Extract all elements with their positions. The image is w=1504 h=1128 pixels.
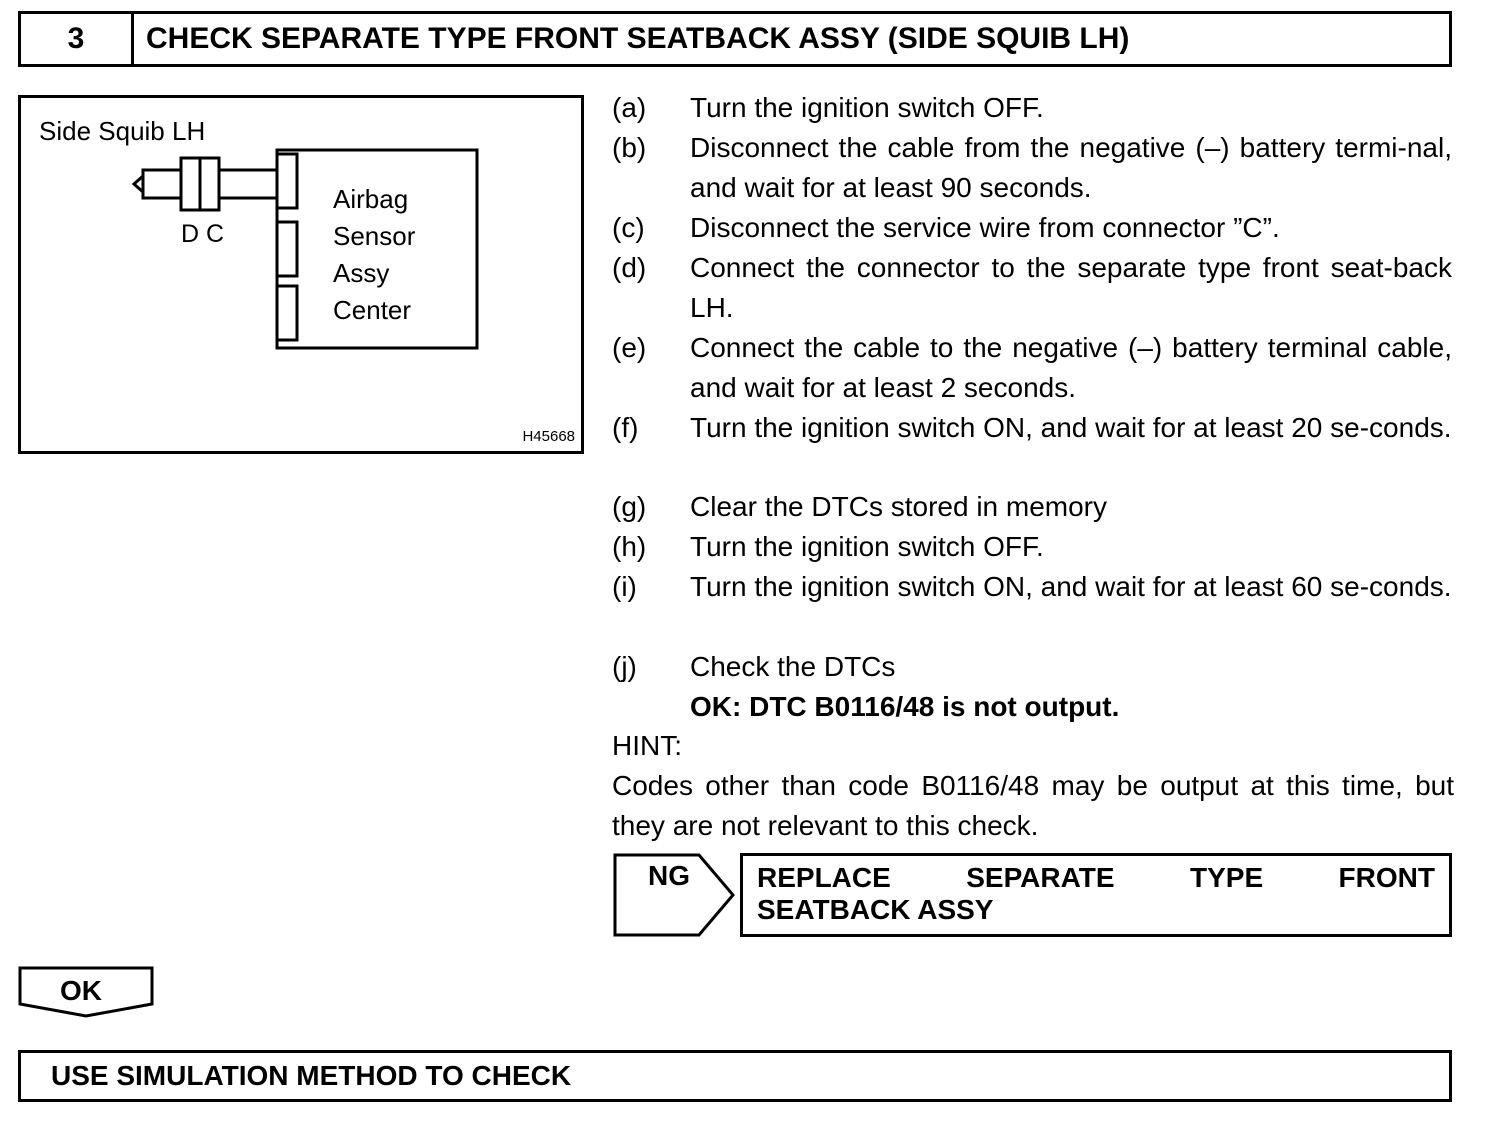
step-text: Turn the ignition switch OFF. — [690, 531, 1044, 562]
step-header: 3 CHECK SEPARATE TYPE FRONT SEATBACK ASS… — [18, 11, 1452, 67]
next-step-text: USE SIMULATION METHOD TO CHECK — [51, 1060, 572, 1091]
figure-code: H45668 — [522, 428, 575, 445]
next-step-box: USE SIMULATION METHOD TO CHECK — [18, 1050, 1452, 1102]
step-text: Check the DTCs — [690, 651, 896, 682]
ng-arrow-tag — [613, 853, 735, 937]
step-text: Connect the cable to the negative (–) ba… — [690, 332, 1452, 403]
ecu-label-line2: Sensor — [333, 221, 416, 251]
step-letter: (a) — [612, 92, 647, 123]
squib-label: Side Squib LH — [39, 116, 206, 146]
step-text: Clear the DTCs stored in memory — [690, 491, 1108, 522]
step-text: Connect the connector to the separate ty… — [690, 252, 1452, 323]
step-letter: (b) — [612, 132, 647, 163]
wiring-diagram-drawing — [131, 148, 479, 350]
hint-label: HINT: — [612, 730, 682, 761]
step-text: Turn the ignition switch ON, and wait fo… — [690, 412, 1452, 443]
ok-label: OK — [60, 975, 102, 1006]
step-letter: (h) — [612, 531, 647, 562]
step-text: Disconnect the service wire from connect… — [690, 212, 1280, 243]
step-letter: (e) — [612, 332, 647, 363]
ecu-connector-slot-3 — [275, 284, 299, 342]
step-number: 3 — [21, 14, 134, 64]
step-letter: (c) — [612, 212, 645, 243]
ecu-label-line3: Assy — [333, 258, 390, 288]
wiring-diagram: Side Squib LH D C Airbag Sensor Assy Cen… — [18, 95, 584, 454]
ng-action-text: REPLACE SEPARATE TYPE FRONT SEATBACK ASS… — [757, 862, 1435, 926]
ecu-label-line4: Center — [333, 295, 412, 325]
squib-body — [141, 168, 183, 200]
step-title: CHECK SEPARATE TYPE FRONT SEATBACK ASSY … — [146, 22, 1130, 55]
ng-action-line2: SEATBACK ASSY — [757, 894, 994, 925]
hint-text: Codes other than code B0116/48 may be ou… — [612, 770, 1454, 841]
squib-tip-icon — [131, 174, 144, 194]
step-letter: (g) — [612, 491, 647, 522]
step-text: Turn the ignition switch ON, and wait fo… — [690, 571, 1452, 602]
connector-label: D C — [181, 220, 225, 248]
step-letter: (d) — [612, 252, 647, 283]
ng-action-line1: REPLACE SEPARATE TYPE FRONT — [757, 862, 1435, 893]
step-letter: (f) — [612, 412, 639, 443]
step-text: Disconnect the cable from the negative (… — [690, 132, 1452, 203]
ecu-connector-slot-2 — [275, 220, 299, 278]
ok-criterion: OK: DTC B0116/48 is not output. — [690, 691, 1120, 722]
ng-label: NG — [648, 860, 690, 891]
ecu-label-line1: Airbag — [333, 184, 409, 214]
ng-action-box: REPLACE SEPARATE TYPE FRONT SEATBACK ASS… — [740, 853, 1452, 937]
ok-arrow-tag — [18, 966, 154, 1018]
step-letter: (j) — [612, 651, 637, 682]
ecu-connector-slot-1 — [275, 152, 299, 210]
step-text: Turn the ignition switch OFF. — [690, 92, 1044, 123]
step-letter: (i) — [612, 571, 637, 602]
